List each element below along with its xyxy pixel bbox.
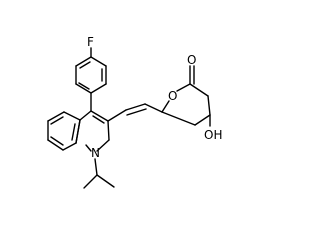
hydroxyl-label: OH — [204, 128, 222, 142]
ring-oxygen-label: O — [168, 89, 177, 103]
vinyl-linker — [107, 103, 163, 122]
indole-pyrrole-ring — [75, 110, 110, 152]
fluorine-label: F — [87, 35, 94, 49]
molecule-drawing: F O O OH N — [47, 35, 222, 189]
fluorophenyl-ring — [75, 47, 107, 94]
indole-nitrogen-label: N — [91, 146, 100, 160]
isopropyl-group — [83, 158, 115, 189]
indole-benzo-ring — [47, 111, 81, 151]
structure-canvas: F O O OH N — [47, 35, 222, 189]
lactone-ring — [161, 65, 211, 126]
carbonyl-oxygen-label: O — [187, 53, 196, 67]
